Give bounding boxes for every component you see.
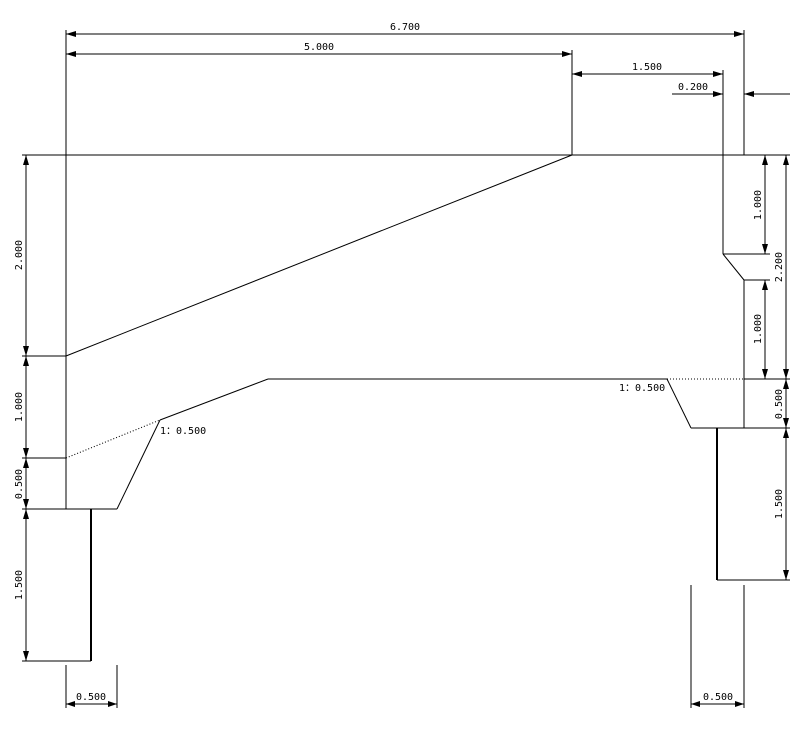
slope-label-right: 1：0.500 <box>619 383 665 394</box>
dim-right-upper-height: 1.000 <box>753 190 764 220</box>
dim-overall-width: 6.700 <box>390 22 420 33</box>
dim-right-mid-height: 1.000 <box>753 314 764 344</box>
arrow-head <box>572 71 582 77</box>
arrow-head <box>23 509 29 519</box>
arrow-head <box>734 31 744 37</box>
dim-left-total-height: 2.000 <box>14 240 25 270</box>
right-taper-line <box>666 378 692 429</box>
dim-right-footing-height: 1.500 <box>774 489 785 519</box>
dim-left-mid-height: 1.000 <box>14 392 25 422</box>
slope-label-left: 1：0.500 <box>160 426 206 437</box>
arrow-head <box>762 155 768 165</box>
dim-left-footing-height: 1.500 <box>14 570 25 600</box>
arrow-head <box>23 356 29 366</box>
extension-lines <box>22 30 790 708</box>
arrow-head <box>762 244 768 254</box>
dimension-labels: 6.700 5.000 1.500 0.200 0.500 0.500 2.00… <box>14 22 785 703</box>
arrow-head <box>762 369 768 379</box>
left-taper-line <box>116 419 161 510</box>
arrow-head <box>735 701 744 707</box>
dim-left-low-height: 0.500 <box>14 469 25 499</box>
dim-edge-offset: 0.200 <box>678 82 708 93</box>
arrow-head <box>66 31 76 37</box>
arrow-head <box>66 701 75 707</box>
structure-outline <box>65 154 745 661</box>
arrow-head <box>23 448 29 458</box>
arrow-head <box>23 346 29 356</box>
arrow-head <box>783 418 789 428</box>
dim-right-low-height: 0.500 <box>774 389 785 419</box>
arrow-head <box>762 280 768 290</box>
dimension-lines <box>23 31 790 707</box>
arrow-head <box>23 155 29 165</box>
arrow-head <box>783 428 789 438</box>
arrow-head <box>108 701 117 707</box>
right-chamfer-line <box>722 253 745 281</box>
dim-right-offset: 1.500 <box>632 62 662 73</box>
dim-left-footing-width: 0.500 <box>76 692 106 703</box>
arrow-head <box>783 155 789 165</box>
arrow-head <box>691 701 700 707</box>
arrow-head <box>783 369 789 379</box>
arrow-head <box>783 570 789 580</box>
arrow-head <box>23 458 29 468</box>
lower-slope-line <box>159 378 269 421</box>
arrow-head <box>23 499 29 509</box>
arrow-head <box>744 91 754 97</box>
arrow-head <box>783 379 789 389</box>
dim-right-total-height: 2.200 <box>774 252 785 282</box>
arrow-head <box>23 651 29 661</box>
arrow-head <box>713 91 723 97</box>
upper-slope-line <box>65 154 573 357</box>
dim-right-footing-width: 0.500 <box>703 692 733 703</box>
dim-slope-run: 5.000 <box>304 42 334 53</box>
left-dotted-slope <box>65 419 161 459</box>
arrow-head <box>66 51 76 57</box>
arrow-head <box>562 51 572 57</box>
arrow-head <box>713 71 723 77</box>
